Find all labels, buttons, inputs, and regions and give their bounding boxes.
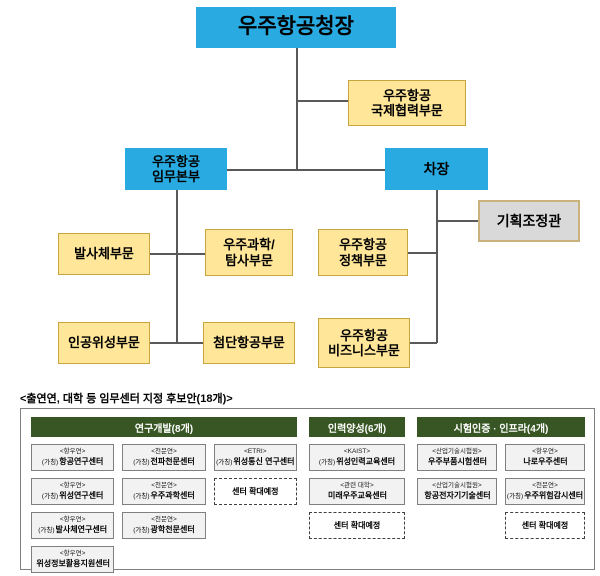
center-box-kaist-education: <KAIST> (가칭)위성인력교육센터 [309,444,405,471]
center-box-ktl-parts-test: <산업기술시험원> 우주부품시험센터 [417,444,497,471]
node-intl-cooperation: 우주항공 국제협력부문 [348,80,466,126]
node-aviation-label: 첨단항공부문 [213,335,285,351]
candidates-panel: 연구개발(8개) <항우연> (가칭)항공연구센터 <천문연> (가칭)전파천문… [20,408,595,573]
connector-hq-vertical [176,190,178,343]
node-policy-line2: 정책부문 [339,252,387,268]
node-mission-hq: 우주항공 임무본부 [125,148,227,190]
expand-box-hr: 센터 확대예정 [309,512,405,539]
node-policy: 우주항공 정책부문 [318,229,408,276]
group-test-infra-header: 시험인증 · 인프라(4개) [417,417,585,437]
center-box-kari-satinfo: <항우연> 위성정보활용지원센터 [31,546,115,573]
expand-box-test-infra: 센터 확대예정 [505,512,585,539]
center-box-kari-naro: <항우연> 나로우주센터 [505,444,585,471]
connector-chief-vertical [296,47,298,170]
connector-hq-deputy [227,169,385,171]
node-space-business: 우주항공 비즈니스부문 [318,318,410,368]
group-hr: 인력양성(6개) <KAIST> (가칭)위성인력교육센터 <관련 대학> 미래… [309,417,405,539]
expand-box-rnd: 센터 확대예정 [213,478,297,505]
center-box-kasi-optical: <천문연> (가칭)광학천문센터 [122,512,206,539]
connector-satellite-aviation [150,342,203,344]
node-science-line1: 우주과학/ [223,237,275,253]
center-box-kari-aero: <항우연> (가칭)항공연구센터 [31,444,115,471]
center-box-kasi-space-science: <천문연> (가칭)우주과학센터 [122,478,206,505]
node-space-science: 우주과학/ 탐사부문 [205,229,293,276]
group-rnd: 연구개발(8개) <항우연> (가칭)항공연구센터 <천문연> (가칭)전파천문… [31,417,297,573]
node-intl-line2: 국제협력부문 [371,103,443,118]
center-box-etri-satcom: <ETRI> (가칭)위성통신 연구센터 [213,444,297,471]
center-box-kasi-radio: <천문연> (가칭)전파천문센터 [122,444,206,471]
connector-planning [437,220,478,222]
center-box-kasi-space-risk: <천문연> (가칭)우주위험감시센터 [505,478,585,505]
node-launch-vehicle: 발사체부문 [58,233,150,275]
connector-intl [296,100,348,102]
candidates-title: <출연연, 대학 등 임무센터 지정 후보안(18개)> [20,393,233,405]
node-planning-label: 기획조정관 [496,212,562,229]
connector-business [410,342,437,344]
node-advanced-aviation: 첨단항공부문 [203,322,295,364]
center-box-kari-launch: <항우연> (가칭)발사체연구센터 [31,512,115,539]
node-satellite: 인공위성부문 [58,322,150,364]
group-rnd-grid: <항우연> (가칭)항공연구센터 <천문연> (가칭)전파천문센터 <ETRI>… [31,444,297,573]
node-chief: 우주항공청장 [196,7,396,48]
node-chief-label: 우주항공청장 [238,15,354,39]
group-hr-grid: <KAIST> (가칭)위성인력교육센터 <관련 대학> 미래우주교육센터 센터… [309,444,405,539]
group-test-infra-grid: <산업기술시험원> 우주부품시험센터 <항우연> 나로우주센터 <산업기술시험원… [417,444,585,539]
node-planning-coordination: 기획조정관 [478,200,580,242]
connector-policy [408,252,437,254]
node-intl-line1: 우주항공 [383,87,431,103]
group-test-infra: 시험인증 · 인프라(4개) <산업기술시험원> 우주부품시험센터 <항우연> … [417,417,585,539]
node-policy-line1: 우주항공 [339,237,387,253]
node-satellite-label: 인공위성부문 [68,335,140,351]
node-mission-hq-line2: 임무본부 [152,169,200,184]
center-box-univ-future-space: <관련 대학> 미래우주교육센터 [309,478,405,505]
node-deputy-label: 차장 [423,160,450,177]
node-science-line2: 탐사부문 [225,252,273,268]
center-box-kari-satellite: <항우연> (가칭)위성연구센터 [31,478,115,505]
center-box-ktl-avionics: <산업기술시험원> 항공전자기기술센터 [417,478,497,505]
node-business-line2: 비즈니스부문 [328,343,400,358]
node-launch-label: 발사체부문 [74,246,134,262]
group-hr-header: 인력양성(6개) [309,417,405,437]
group-rnd-header: 연구개발(8개) [31,417,297,437]
node-deputy: 차장 [385,148,488,190]
connector-launch-science [150,253,205,255]
node-mission-hq-line1: 우주항공 [152,153,200,169]
node-business-line1: 우주항공 [340,327,388,343]
connector-deputy-vertical [436,190,438,343]
